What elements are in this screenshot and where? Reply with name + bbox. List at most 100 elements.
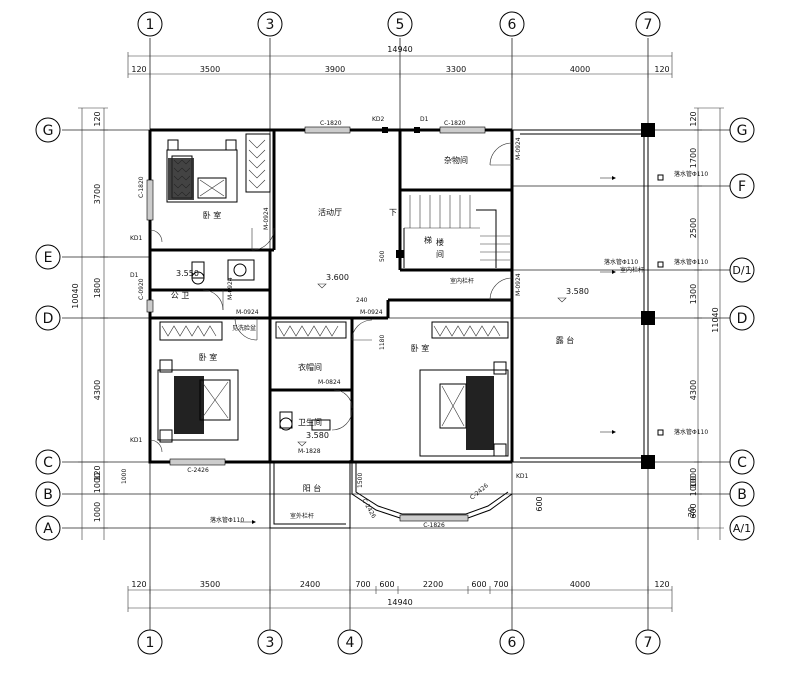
axis-bubble-top-7: 7	[635, 11, 661, 37]
mark-d1-top: D1	[420, 116, 429, 123]
axis-label: A	[43, 521, 53, 537]
room-labels: 卧 室 活动厅 下 杂物间 楼 梯 间 公 卫 卧 室 衣帽间 卫生间 卧 室 …	[171, 155, 575, 493]
dim-value: 4000	[570, 580, 590, 589]
axis-bubble-bottom-1: 1	[137, 629, 163, 655]
axis-bubble-top-3: 3	[257, 11, 283, 37]
room-terrace: 露 台	[556, 335, 575, 345]
mark-m0824: M-0824	[318, 379, 341, 386]
mark-m0924-v-ter: M-0924	[515, 273, 522, 296]
dimensions-top: 14940 120 3500 3900 3300 4000 120	[127, 45, 673, 78]
dim-value: 1000	[93, 502, 102, 522]
dim-value: 3300	[446, 65, 466, 74]
mark-m0924-v-top: M-0924	[263, 207, 270, 230]
dimensions-right: 120 1700 2500 1300 4300 1000 600 20 1104…	[535, 107, 724, 540]
room-bedroom-sw: 卧 室	[199, 352, 218, 362]
dim-value: 120	[689, 111, 698, 126]
axis-label: C	[43, 455, 53, 471]
mark-m0924-v-stor: M-0924	[515, 137, 522, 160]
mark-basin: 见洗脸盆	[232, 324, 256, 332]
dim-value: 4300	[689, 380, 698, 400]
room-bathroom: 卫生间	[298, 417, 322, 427]
mark-m1828: M-1828	[298, 448, 321, 455]
windows	[146, 126, 486, 522]
dim-left-total: 10040	[71, 283, 80, 308]
axis-label: B	[737, 487, 747, 503]
axis-label: 1	[146, 635, 155, 651]
axis-bubbles-right: G F D/1 D C B A/1	[729, 117, 755, 541]
mark-c1820-a: C-1820	[320, 120, 342, 127]
axis-label: F	[738, 179, 746, 195]
axis-label: B	[43, 487, 53, 503]
mark-rail-a: 室内栏杆	[450, 277, 474, 285]
mark-kd1-a: KD1	[130, 235, 143, 242]
dim-inner-1000: 1000	[121, 469, 128, 484]
dim-inner-1180: 1180	[379, 335, 386, 350]
axis-bubbles-bottom: 1 3 4 6 7	[137, 629, 661, 655]
mark-kd1-b: KD1	[130, 437, 143, 444]
axis-label: E	[44, 250, 53, 266]
mark-kd2: KD2	[372, 116, 385, 123]
dim-right-total: 11040	[711, 307, 720, 332]
dim-top-total: 14940	[387, 45, 412, 54]
mark-drain-4: 落水管Φ110	[210, 516, 244, 524]
axis-bubbles-left: G E D C B A	[35, 117, 61, 541]
room-balcony: 阳 台	[303, 483, 322, 493]
axis-bubble-right-F: F	[729, 173, 755, 199]
dim-value: 3900	[325, 65, 345, 74]
dim-value: 700	[355, 580, 370, 589]
room-storage: 杂物间	[444, 155, 468, 165]
furniture	[157, 133, 509, 457]
axis-bubble-right-G: G	[729, 117, 755, 143]
slope-arrows	[240, 174, 664, 524]
axis-label: C	[737, 455, 747, 471]
stairs	[403, 195, 510, 268]
axis-bubble-left-D: D	[35, 305, 61, 331]
dim-value: 120	[654, 580, 669, 589]
axis-bubble-top-6: 6	[499, 11, 525, 37]
room-stair-2: 梯	[424, 235, 432, 245]
room-stair-1: 楼	[436, 237, 444, 247]
mark-d1-left: D1	[130, 272, 139, 279]
dim-value: 2200	[423, 580, 443, 589]
dim-value: 1000	[93, 473, 102, 493]
room-activity-hall: 活动厅	[318, 207, 342, 217]
axis-bubble-right-C: C	[729, 449, 755, 475]
axis-bubble-left-A: A	[35, 515, 61, 541]
axis-label: 7	[644, 17, 653, 33]
axis-label: D	[737, 311, 748, 327]
axis-label: G	[43, 123, 54, 139]
mark-c1826: C-1826	[423, 522, 445, 529]
dim-value: 120	[93, 465, 102, 480]
dim-value: 1800	[93, 278, 102, 298]
dim-value: 600	[689, 503, 698, 518]
mark-m0924-a: M-0924	[236, 309, 259, 316]
axis-label: 3	[266, 17, 275, 33]
mark-rail-c: 室外栏杆	[290, 512, 314, 520]
dimensions-bottom: 120 3500 2400 700 600 2200 600 700 4000 …	[127, 580, 673, 612]
doors	[149, 142, 513, 453]
level-terrace: 3.580	[566, 287, 589, 296]
axis-bubble-top-5: 5	[387, 11, 413, 37]
axis-label: D	[43, 311, 54, 327]
dim-value: 700	[493, 580, 508, 589]
level-wc: 3.550	[176, 269, 199, 278]
room-bedroom-nw: 卧 室	[203, 210, 222, 220]
room-public-wc: 公 卫	[171, 291, 190, 300]
mark-c1820-v: C-1820	[138, 176, 145, 198]
axis-label: 7	[644, 635, 653, 651]
axis-label: G	[737, 123, 748, 139]
axis-bubble-left-G: G	[35, 117, 61, 143]
axis-bubble-bottom-7: 7	[635, 629, 661, 655]
dim-value: 120	[654, 65, 669, 74]
mark-bay-right: C-2426	[469, 482, 490, 501]
axis-bubble-right-A1: A/1	[729, 515, 755, 541]
dim-value: 3500	[200, 65, 220, 74]
dim-value: 120	[131, 580, 146, 589]
dim-value: 1300	[689, 284, 698, 304]
axis-label: 3	[266, 635, 275, 651]
mark-kd1-c: KD1	[516, 473, 529, 480]
mark-drain-2: 落水管Φ110	[674, 258, 708, 266]
columns	[396, 123, 655, 469]
axis-bubble-right-D: D	[729, 305, 755, 331]
